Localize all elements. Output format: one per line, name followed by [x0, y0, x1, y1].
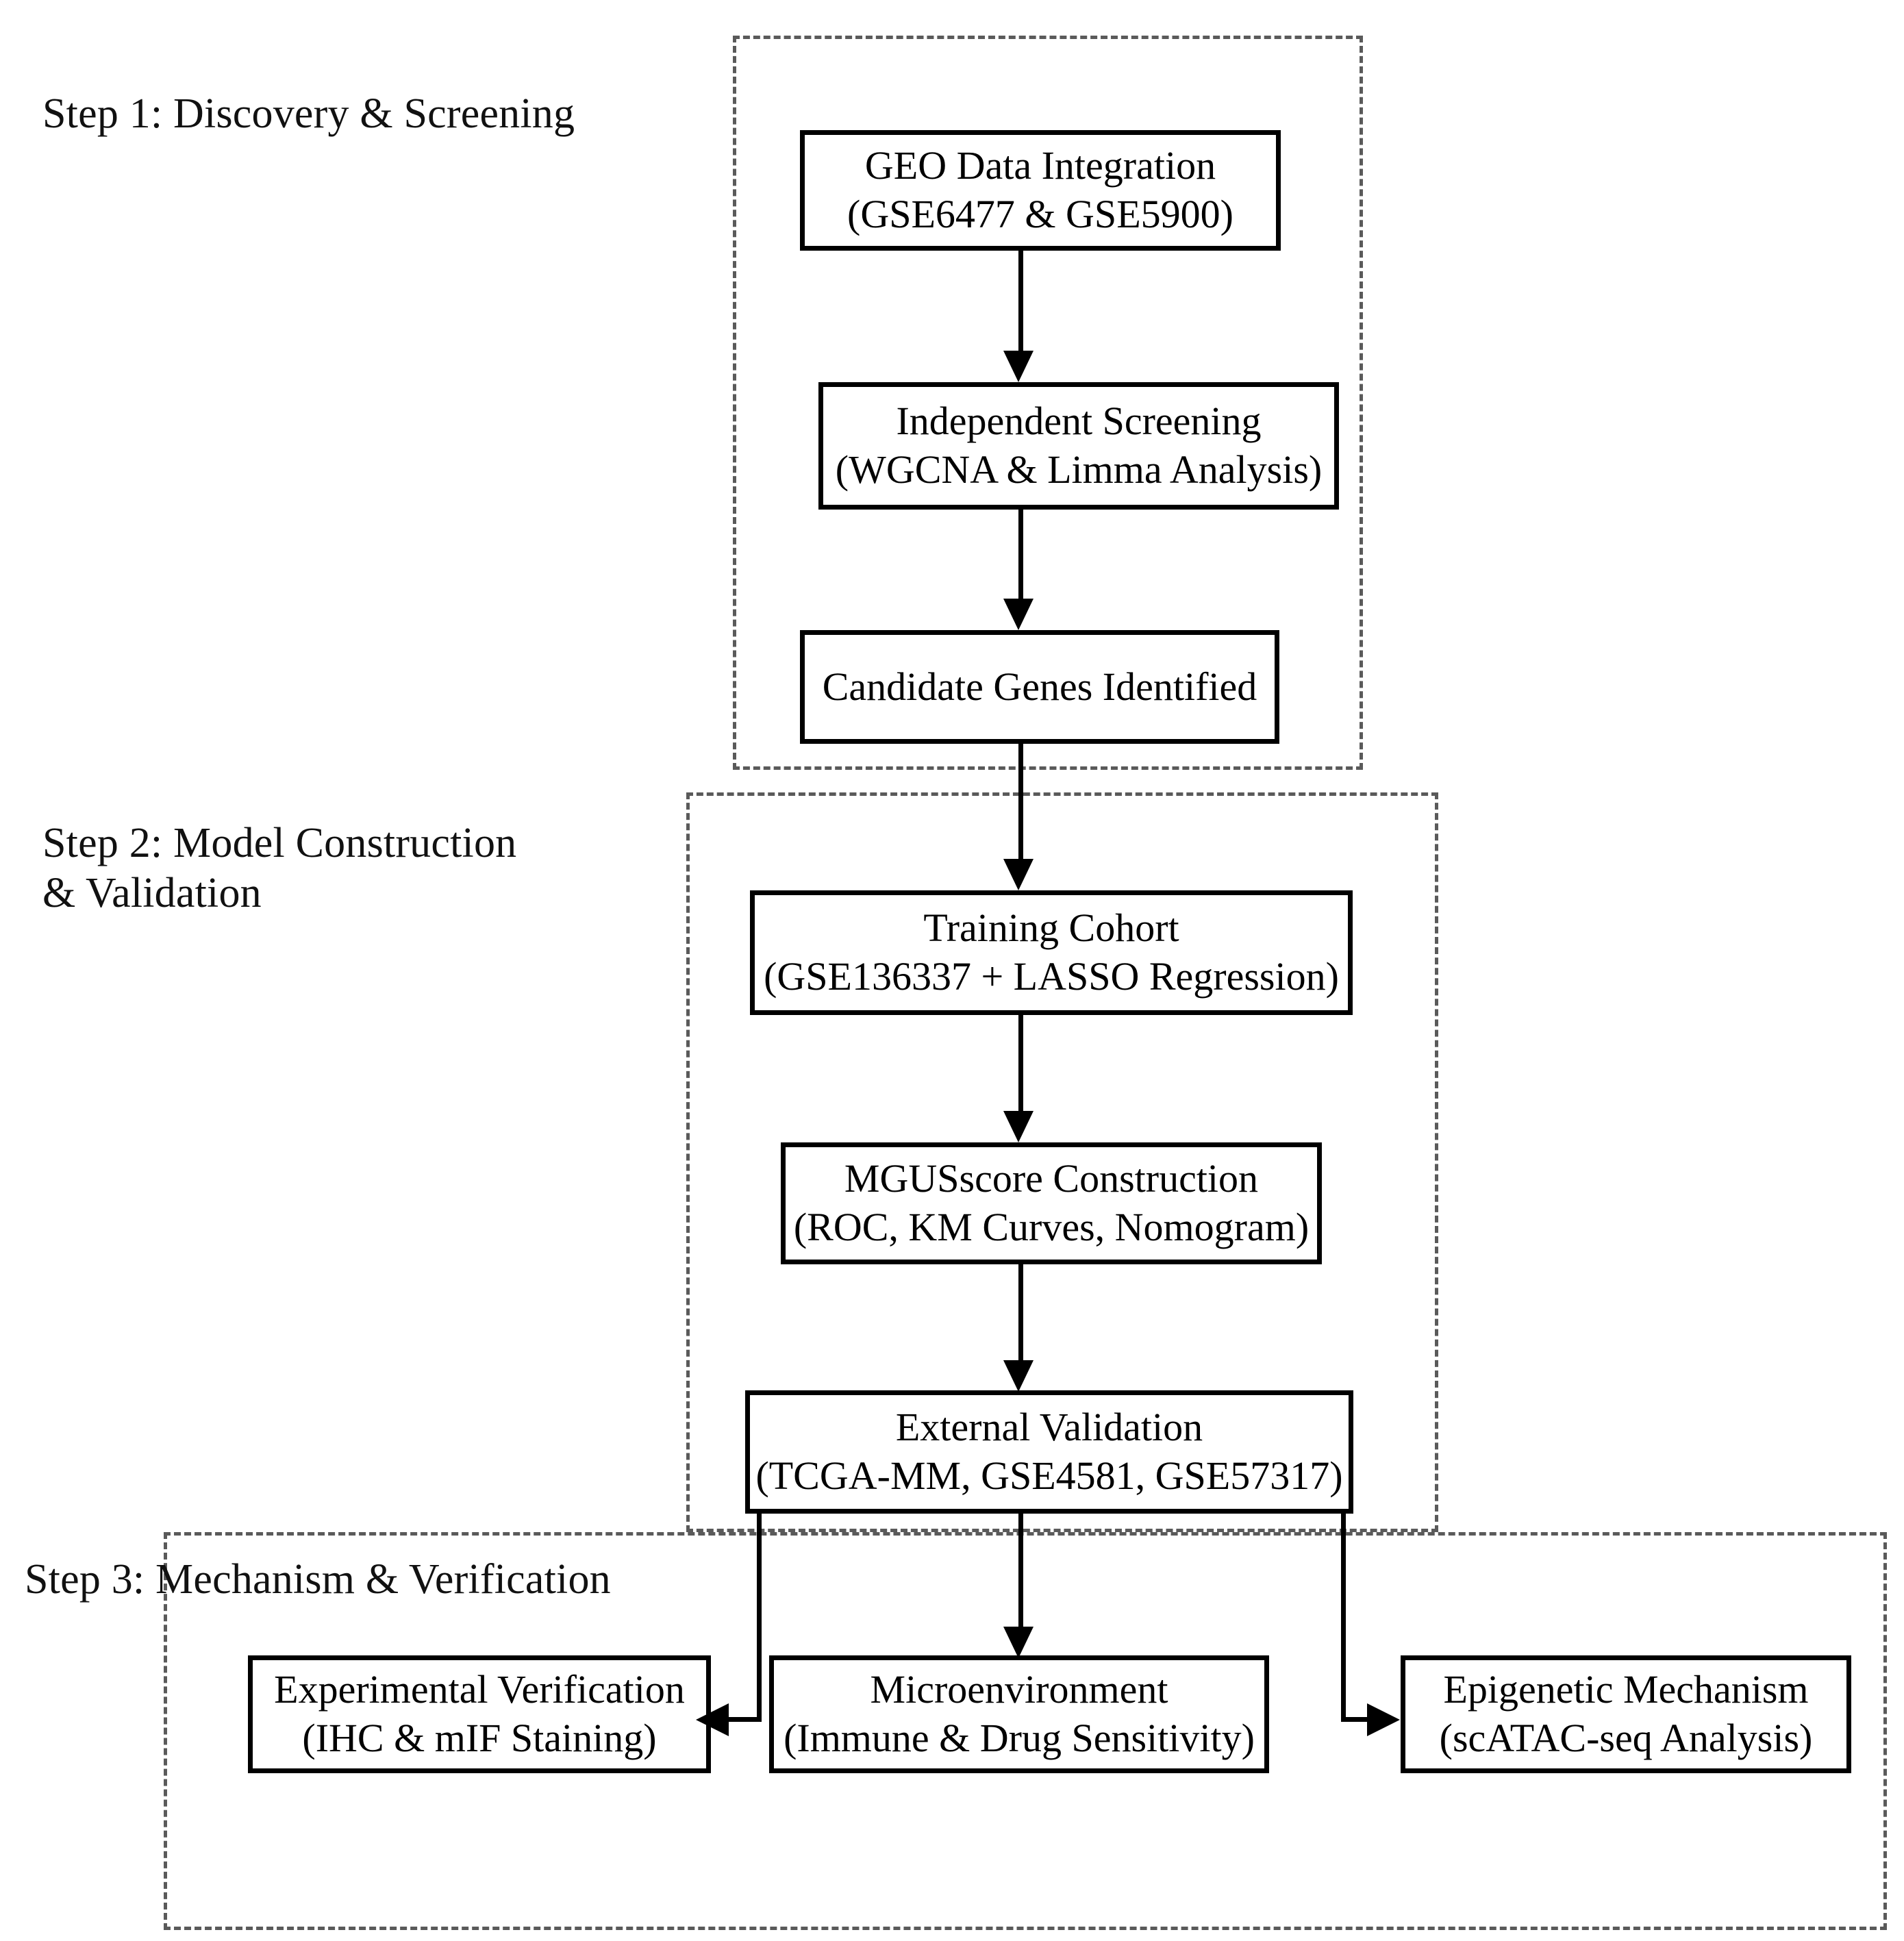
connector-screening-to-candidate	[1018, 510, 1023, 600]
arrowhead-external-to-microenvironment	[1003, 1627, 1034, 1658]
connector-mgusscore-to-external	[1018, 1264, 1023, 1362]
node-line-1: GEO Data Integration	[864, 143, 1216, 188]
arrowhead-geo-to-screening	[1003, 351, 1034, 382]
node-line-2: (ROC, KM Curves, Nomogram)	[793, 1205, 1310, 1249]
node-line-1: Candidate Genes Identified	[822, 664, 1257, 709]
node-external-validation[interactable]: External Validation (TCGA-MM, GSE4581, G…	[745, 1390, 1353, 1514]
node-line-1: Microenvironment	[870, 1667, 1168, 1712]
node-line-1: Epigenetic Mechanism	[1443, 1667, 1809, 1712]
step-1-label: Step 1: Discovery & Screening	[42, 90, 575, 137]
step-2-label: Step 2: Model Construction & Validation	[42, 820, 517, 917]
node-line-2: (IHC & mIF Staining)	[302, 1716, 657, 1760]
node-line-1: External Validation	[895, 1405, 1203, 1450]
connector-external-right-run	[1341, 1717, 1370, 1722]
node-experimental-verification[interactable]: Experimental Verification (IHC & mIF Sta…	[248, 1655, 711, 1773]
node-line-2: (TCGA-MM, GSE4581, GSE57317)	[755, 1453, 1343, 1498]
arrowhead-external-to-epigenetic	[1367, 1703, 1400, 1736]
node-epigenetic-mechanism[interactable]: Epigenetic Mechanism (scATAC-seq Analysi…	[1401, 1655, 1851, 1773]
node-line-2: (scATAC-seq Analysis)	[1439, 1716, 1813, 1760]
connector-external-left-drop	[757, 1514, 762, 1719]
node-line-1: Independent Screening	[896, 399, 1262, 444]
node-geo-data-integration[interactable]: GEO Data Integration (GSE6477 & GSE5900)	[800, 130, 1281, 251]
node-line-2: (Immune & Drug Sensitivity)	[784, 1716, 1255, 1760]
node-line-2: (WGCNA & Limma Analysis)	[835, 447, 1323, 492]
connector-candidate-to-training	[1018, 744, 1023, 862]
arrowhead-mgusscore-to-external	[1003, 1360, 1034, 1392]
node-line-2: (GSE136337 + LASSO Regression)	[764, 954, 1339, 999]
node-microenvironment[interactable]: Microenvironment (Immune & Drug Sensitiv…	[769, 1655, 1269, 1773]
node-line-1: Training Cohort	[923, 905, 1179, 951]
step-3-zone	[164, 1532, 1887, 1930]
connector-external-right-drop	[1341, 1514, 1346, 1719]
step-3-label: Step 3: Mechanism & Verification	[25, 1556, 611, 1603]
arrowhead-training-to-mgusscore	[1003, 1111, 1034, 1142]
node-independent-screening[interactable]: Independent Screening (WGCNA & Limma Ana…	[818, 382, 1339, 510]
arrowhead-candidate-to-training	[1003, 859, 1034, 890]
connector-external-to-microenvironment	[1018, 1514, 1023, 1630]
connector-geo-to-screening	[1018, 251, 1023, 352]
node-candidate-genes-identified[interactable]: Candidate Genes Identified	[800, 630, 1279, 744]
node-line-2: (GSE6477 & GSE5900)	[847, 192, 1233, 236]
node-line-1: Experimental Verification	[274, 1667, 685, 1712]
connector-external-left-run	[727, 1717, 762, 1722]
connector-training-to-mgusscore	[1018, 1015, 1023, 1112]
node-mgusscore-construction[interactable]: MGUSscore Construction (ROC, KM Curves, …	[781, 1142, 1322, 1264]
node-training-cohort[interactable]: Training Cohort (GSE136337 + LASSO Regre…	[750, 890, 1353, 1015]
arrowhead-screening-to-candidate	[1003, 599, 1034, 630]
step-2-zone	[686, 792, 1438, 1532]
step-1-zone	[733, 36, 1363, 770]
arrowhead-external-to-experimental	[696, 1703, 729, 1736]
node-line-1: MGUSscore Construction	[844, 1156, 1259, 1201]
